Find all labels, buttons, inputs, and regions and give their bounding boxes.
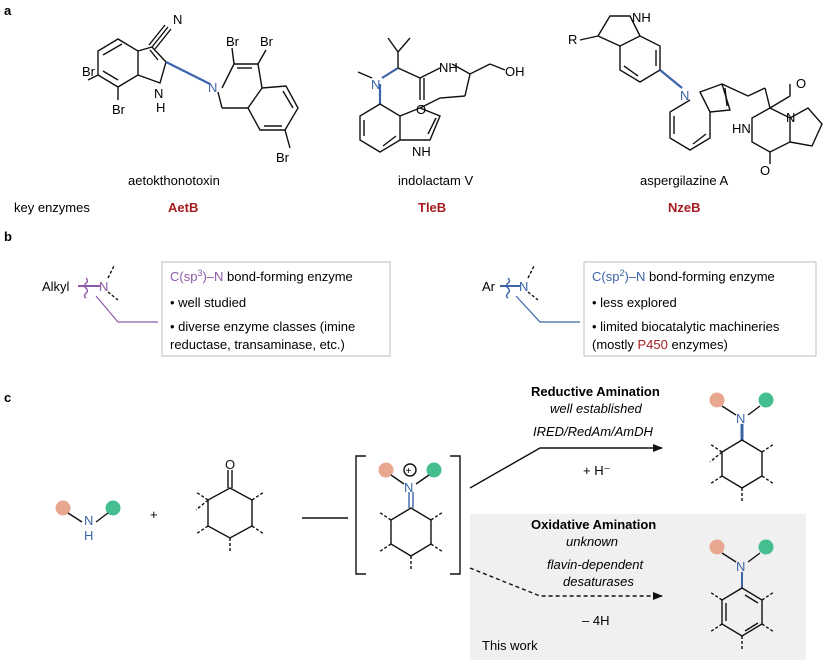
oxidative-enzymes-1: flavin-dependent (547, 557, 645, 572)
aryl-n-bond (500, 265, 580, 323)
atom-br-1: Br (82, 64, 96, 79)
ketone-structure: O (195, 457, 265, 552)
amine-n: N (84, 513, 93, 528)
aryl-box-title: C(sp2)–N bond-forming enzyme (592, 268, 775, 284)
aryl-bullet-1: • less explored (592, 295, 677, 310)
key-enzymes-label: key enzymes (14, 200, 90, 215)
indolactam-structure (357, 37, 506, 153)
aetokthonotoxin-atoms: Br Br N N H N Br Br Br (82, 12, 290, 165)
atom-n-methyl: N (371, 77, 380, 92)
atom-br-5: Br (276, 150, 290, 165)
panel-a-letter: a (4, 3, 12, 18)
atom-o-dkp-2: O (760, 163, 770, 178)
alkyl-n-atom: N (99, 279, 108, 294)
amine-product (709, 392, 775, 502)
atom-n-coupling: N (208, 80, 217, 95)
reductive-enzymes: IRED/RedAm/AmDH (533, 424, 654, 439)
aryl-label: Ar (482, 279, 496, 294)
atom-n-dkp: N (786, 110, 795, 125)
iminium-n: N (404, 480, 413, 495)
aspergilazine-atoms: R NH N O HN N O (568, 10, 806, 178)
panel-c-letter: c (4, 390, 11, 405)
atom-h-indole: H (156, 100, 165, 115)
atom-n-indole: N (154, 86, 163, 101)
atom-n-coupling-b: N (680, 88, 689, 103)
alkyl-label: Alkyl (42, 279, 70, 294)
alkyl-n-bond (78, 265, 158, 323)
plus-sign: + (150, 507, 158, 522)
this-work-label: This work (482, 638, 538, 653)
iminium-structure (378, 462, 444, 570)
amine-structure: N H (55, 500, 121, 543)
enzyme-aetb: AetB (168, 200, 198, 215)
bracket-right (450, 455, 461, 575)
atom-n-cyano: N (173, 12, 182, 27)
reductive-subtitle: well established (550, 401, 643, 416)
this-work-shaded-box (470, 514, 806, 660)
atom-oh: OH (505, 64, 525, 79)
alkyl-bullet-1: • well studied (170, 295, 246, 310)
enzyme-tleb: TleB (418, 200, 446, 215)
aryl-n-atom: N (519, 279, 528, 294)
aryl-info-box (583, 261, 817, 357)
indolactam-atoms: N NH OH O NH (371, 60, 525, 159)
atom-hn-dkp: HN (732, 121, 751, 136)
oxidative-subtitle: unknown (566, 534, 618, 549)
compound-name-1: aetokthonotoxin (128, 173, 220, 188)
amine-h: H (84, 528, 93, 543)
alkyl-bullet-2a: • diverse enzyme classes (imine (170, 319, 355, 334)
atom-br-3: Br (226, 34, 240, 49)
oxidative-arrow (469, 567, 663, 600)
iminium-charge: + (406, 466, 412, 477)
bracket-left (355, 455, 366, 575)
atom-o-dkp-1: O (796, 76, 806, 91)
atom-nh-top: NH (632, 10, 651, 25)
panel-b-letter: b (4, 229, 12, 244)
alkyl-info-box (161, 261, 391, 357)
reductive-arrow (469, 444, 663, 489)
aryl-bullet-2b: (mostly P450 enzymes) (592, 337, 728, 352)
oxidative-enzymes-2: desaturases (563, 574, 634, 589)
compound-name-3: aspergilazine A (640, 173, 728, 188)
enzyme-nzeb: NzeB (668, 200, 701, 215)
atom-nh-lactam: NH (439, 60, 458, 75)
atom-br-2: Br (112, 102, 126, 117)
aspergilazine-structure (579, 15, 823, 164)
product-n-top: N (736, 411, 745, 426)
oxidative-title: Oxidative Amination (531, 517, 656, 532)
reductive-reagent: + H⁻ (583, 463, 610, 478)
aryl-bullet-2a: • limited biocatalytic machineries (592, 319, 780, 334)
aniline-product (709, 539, 775, 650)
atom-o-lactam: O (416, 102, 426, 117)
alkyl-box-title: C(sp3)–N bond-forming enzyme (170, 268, 353, 284)
reductive-title: Reductive Amination (531, 384, 660, 399)
compound-name-2: indolactam V (398, 173, 473, 188)
oxidative-reagent: – 4H (582, 613, 609, 628)
product-n-bottom: N (736, 559, 745, 574)
aetokthonotoxin-structure (87, 24, 299, 149)
salmon-substituent (55, 500, 71, 516)
atom-nh-indole: NH (412, 144, 431, 159)
atom-r: R (568, 32, 577, 47)
green-substituent (105, 500, 121, 516)
alkyl-bullet-2b: reductase, transaminase, etc.) (170, 337, 345, 352)
ketone-o: O (225, 457, 235, 472)
atom-br-4: Br (260, 34, 274, 49)
